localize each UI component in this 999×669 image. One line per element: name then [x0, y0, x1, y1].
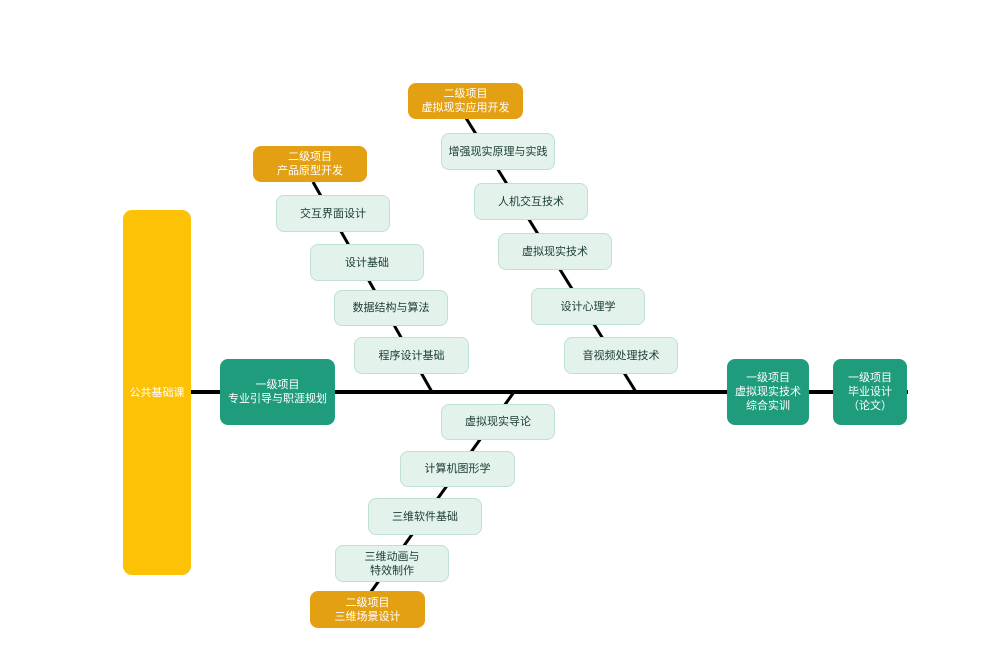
course-box: 数据结构与算法 [334, 290, 448, 326]
course-box: 程序设计基础 [354, 337, 469, 374]
course-label: 设计基础 [345, 255, 389, 269]
course-box: 人机交互技术 [474, 183, 588, 220]
level1-graduation-line3: （论文） [848, 399, 892, 412]
course-label-line2: 特效制作 [370, 563, 414, 577]
course-label: 音视频处理技术 [582, 348, 660, 362]
public-course-label: 公共基础课 [129, 385, 185, 399]
level1-vr-training-box: 一级项目 虚拟现实技术 综合实训 [727, 359, 809, 425]
course-box: 设计心理学 [531, 288, 645, 325]
level1-vr-training-line2: 虚拟现实技术 [735, 385, 801, 398]
level2-vr-app-line2: 虚拟现实应用开发 [421, 101, 510, 114]
course-box: 计算机图形学 [400, 451, 515, 487]
course-box: 增强现实原理与实践 [441, 133, 555, 170]
level1-graduation-box: 一级项目 毕业设计 （论文） [833, 359, 907, 425]
course-label-line1: 三维动画与 [364, 549, 420, 563]
level2-vr-app-line1: 二级项目 [443, 87, 488, 100]
course-label: 虚拟现实导论 [465, 415, 531, 428]
level2-scene-line2: 三维场景设计 [334, 609, 401, 623]
course-box: 三维动画与 特效制作 [335, 545, 449, 582]
level1-intro-line2: 专业引导与职涯规划 [228, 392, 327, 405]
course-box: 三维软件基础 [368, 498, 482, 535]
level1-vr-training-line1: 一级项目 [746, 371, 790, 384]
course-label: 设计心理学 [560, 299, 616, 313]
level1-graduation-line2: 毕业设计 [848, 385, 892, 398]
course-label: 增强现实原理与实践 [448, 144, 548, 158]
level2-prototype-box: 二级项目 产品原型开发 [253, 146, 367, 182]
level1-intro-box: 一级项目 专业引导与职涯规划 [220, 359, 335, 425]
level1-intro-line1: 一级项目 [255, 378, 300, 391]
course-label: 三维软件基础 [392, 509, 458, 523]
level2-prototype-line2: 产品原型开发 [277, 164, 343, 177]
level2-scene-line1: 二级项目 [345, 595, 390, 609]
course-box: 交互界面设计 [276, 195, 390, 232]
course-label: 交互界面设计 [300, 206, 366, 220]
course-box: 虚拟现实导论 [441, 404, 555, 440]
course-label: 程序设计基础 [378, 348, 445, 362]
level2-prototype-line1: 二级项目 [288, 150, 332, 163]
course-label: 人机交互技术 [498, 194, 564, 208]
level1-graduation-line1: 一级项目 [848, 371, 892, 384]
course-box: 设计基础 [310, 244, 424, 281]
course-box: 虚拟现实技术 [498, 233, 612, 270]
public-course-box: 公共基础课 [123, 210, 191, 575]
course-label: 虚拟现实技术 [522, 244, 588, 258]
level2-vr-app-box: 二级项目 虚拟现实应用开发 [408, 83, 523, 119]
course-label: 数据结构与算法 [352, 301, 430, 314]
course-box: 音视频处理技术 [564, 337, 678, 374]
course-label: 计算机图形学 [424, 462, 491, 475]
level2-scene-box: 二级项目 三维场景设计 [310, 591, 425, 628]
level1-vr-training-line3: 综合实训 [746, 399, 790, 412]
